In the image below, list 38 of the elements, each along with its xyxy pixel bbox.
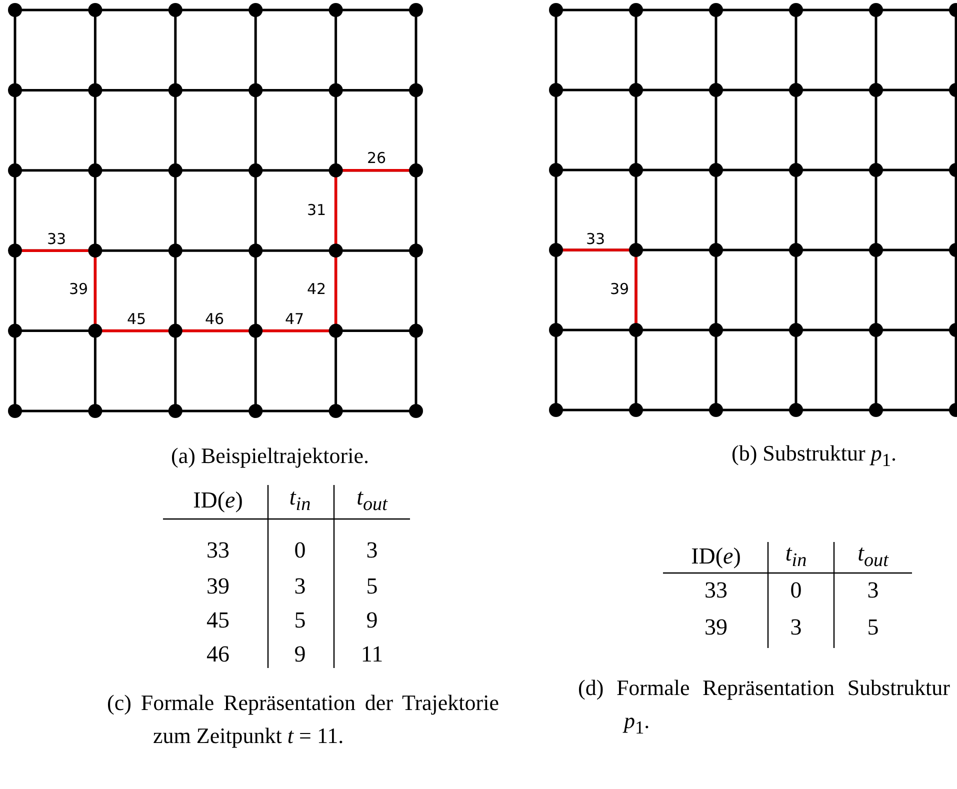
table-header: t$_{out}$ bbox=[356, 486, 388, 514]
table-value: 3 bbox=[294, 574, 306, 598]
table-value: 9 bbox=[366, 608, 378, 632]
table-value: 3 bbox=[366, 538, 378, 562]
table-header: t$_{out}$ bbox=[858, 542, 888, 570]
table-value: 39 bbox=[206, 574, 230, 598]
edge-number: 39 bbox=[609, 282, 630, 297]
edge-number: 31 bbox=[306, 203, 328, 218]
edge-number: 39 bbox=[68, 282, 90, 297]
edge-number: 33 bbox=[585, 232, 606, 247]
table-value: 33 bbox=[206, 538, 230, 562]
edge-number: 26 bbox=[366, 151, 388, 166]
table-value: 0 bbox=[790, 578, 802, 602]
table-value: 9 bbox=[294, 642, 306, 666]
table-value: 3 bbox=[867, 578, 879, 602]
table-header: ID(e) bbox=[193, 488, 243, 512]
table-header: ID(e) bbox=[691, 544, 741, 568]
table-header: t$_{in}$ bbox=[785, 542, 807, 570]
table-value: 39 bbox=[704, 616, 728, 638]
edge-number: 42 bbox=[306, 282, 328, 297]
edge-number: 33 bbox=[46, 232, 68, 247]
table-value: 3 bbox=[790, 616, 802, 638]
table-header: t$_{in}$ bbox=[289, 486, 311, 514]
figure-caption: (b) Substruktur p$_{1}$. bbox=[732, 442, 896, 470]
table-value: 5 bbox=[294, 608, 306, 632]
table-value: 11 bbox=[360, 642, 384, 666]
edge-number: 45 bbox=[126, 312, 148, 327]
figure-caption: (c) Formale Repräsentation der Trajektorie zum Zeitpunkt t = 11. bbox=[107, 689, 499, 750]
table-value: 0 bbox=[294, 538, 306, 562]
table-value: 33 bbox=[704, 578, 728, 602]
table-value: 46 bbox=[206, 642, 230, 666]
table-value: 45 bbox=[206, 608, 230, 632]
table-value: 5 bbox=[867, 616, 879, 638]
edge-number: 46 bbox=[204, 312, 226, 327]
table-value: 5 bbox=[366, 574, 378, 598]
edge-number: 47 bbox=[284, 312, 306, 327]
figure-caption: (a) Beispieltrajektorie. bbox=[171, 445, 369, 467]
figure-caption: (d) Formale Repräsentation Substruktur p$_{1}$. bbox=[578, 674, 950, 740]
